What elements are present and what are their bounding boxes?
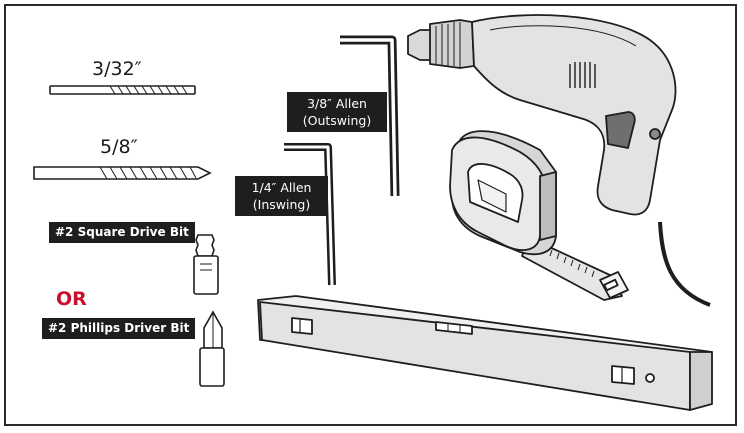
- square-drive-bit: [193, 234, 219, 295]
- power-drill: [407, 14, 711, 307]
- allen-key-large-use: (Outswing): [302, 113, 372, 128]
- allen-key-small-use: (Inswing): [252, 197, 311, 212]
- level-tool: [257, 295, 713, 411]
- allen-key-large-inner: [340, 38, 397, 197]
- or-separator: OR: [56, 288, 87, 310]
- drill-bit-small: [49, 85, 196, 95]
- allen-key-large-size: 3/8″ Allen: [307, 96, 367, 111]
- phillips-driver-bit-label: #2 Phillips Driver Bit: [42, 318, 196, 339]
- tape-measure: [449, 130, 629, 301]
- allen-key-small: [284, 143, 336, 286]
- phillips-driver-bit: [199, 310, 225, 387]
- drill-bit-large-label: 5/8″: [100, 136, 138, 158]
- drill-bit-small-label: 3/32″: [92, 58, 142, 80]
- allen-key-large-label: 3/8″ Allen (Outswing): [287, 92, 387, 132]
- allen-key-small-size: 1/4″ Allen: [251, 180, 312, 195]
- allen-key-small-inner: [284, 145, 334, 286]
- drill-bit-large: [33, 166, 212, 180]
- square-drive-bit-label: #2 Square Drive Bit: [49, 222, 195, 243]
- allen-key-small-label: 1/4″ Allen (Inswing): [235, 176, 328, 216]
